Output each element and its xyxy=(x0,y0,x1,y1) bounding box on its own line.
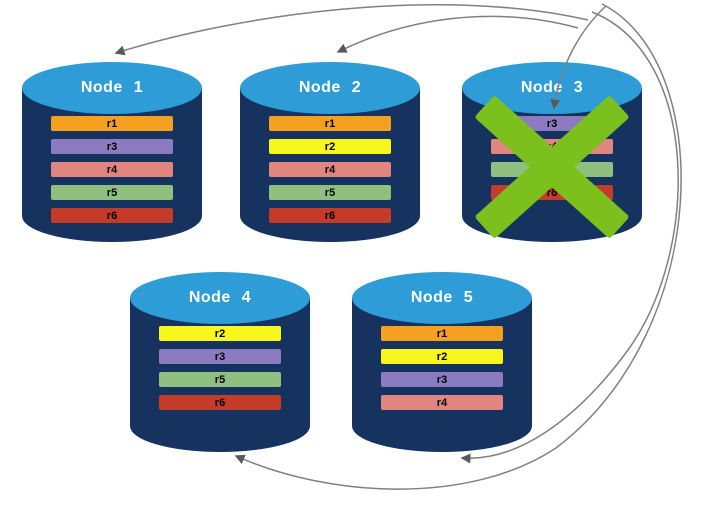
arrow-to-node-2 xyxy=(336,15,579,53)
replica-r6: r6 xyxy=(159,395,281,410)
node-3-label: Node 3 xyxy=(520,79,584,96)
replica-r5: r5 xyxy=(51,185,173,200)
node-4-cylinder-top: Node 4 xyxy=(130,272,310,324)
replica-r3: r3 xyxy=(51,139,173,154)
replica-r6: r6 xyxy=(51,208,173,223)
node-2-cylinder-top: Node 2 xyxy=(240,62,420,114)
node-4-label: Node 4 xyxy=(188,289,252,306)
node-5-cylinder-top: Node 5 xyxy=(352,272,532,324)
node-1-label: Node 1 xyxy=(80,79,144,96)
failure-x-icon xyxy=(474,94,630,240)
replica-r4: r4 xyxy=(381,395,503,410)
replica-r2: r2 xyxy=(381,349,503,364)
replica-r4: r4 xyxy=(51,162,173,177)
node-2-label: Node 2 xyxy=(298,79,362,96)
replica-r3: r3 xyxy=(381,372,503,387)
arrow-to-node-1 xyxy=(114,3,589,56)
replica-r5: r5 xyxy=(159,372,281,387)
replica-r2: r2 xyxy=(159,326,281,341)
node-1: Node 1 r1 r3 r4 r5 r6 xyxy=(22,62,202,242)
replica-r1: r1 xyxy=(381,326,503,341)
node-2: Node 2 r1 r2 r4 r5 r6 xyxy=(240,62,420,242)
node-4-replica-list: r2 r3 r5 r6 xyxy=(159,326,281,410)
node-5-replica-list: r1 r2 r3 r4 xyxy=(381,326,503,410)
replica-r5: r5 xyxy=(269,185,391,200)
node-2-replica-list: r1 r2 r4 r5 r6 xyxy=(269,116,391,223)
replica-r3: r3 xyxy=(159,349,281,364)
node-1-cylinder-top: Node 1 xyxy=(22,62,202,114)
node-5-label: Node 5 xyxy=(410,289,474,306)
replica-r1: r1 xyxy=(269,116,391,131)
node-4: Node 4 r2 r3 r5 r6 xyxy=(130,272,310,452)
node-5: Node 5 r1 r2 r3 r4 xyxy=(352,272,532,452)
node-1-replica-list: r1 r3 r4 r5 r6 xyxy=(51,116,173,223)
replica-r4: r4 xyxy=(269,162,391,177)
replica-r6: r6 xyxy=(269,208,391,223)
replica-r2: r2 xyxy=(269,139,391,154)
replica-r1: r1 xyxy=(51,116,173,131)
